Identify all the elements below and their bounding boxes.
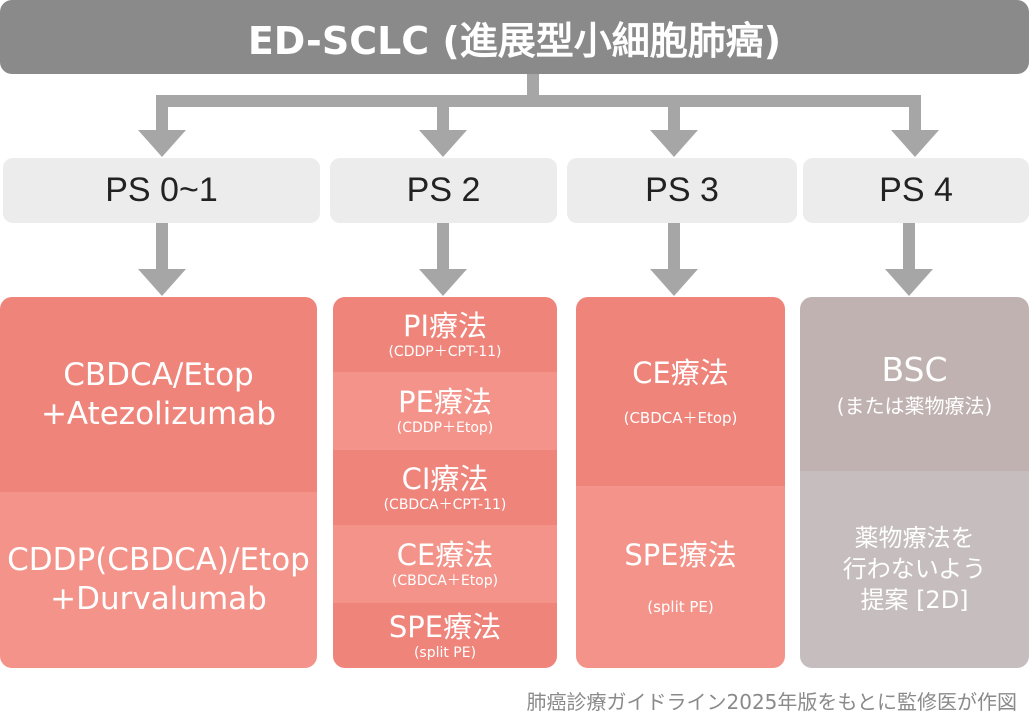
source-note: 肺癌診療ガイドライン2025年版をもとに監修医が作図 xyxy=(526,690,1018,714)
connector-ps-2 xyxy=(437,223,449,271)
regimen-name: CE療法 xyxy=(632,356,729,391)
ps-box-4: PS 4 xyxy=(803,158,1029,223)
treatment-line: CDDP(CBDCA)/Etop xyxy=(7,542,310,579)
treatment-line: +Atezolizumab xyxy=(40,395,277,432)
regimen-detail: (CDDP＋CPT-11) xyxy=(388,343,502,360)
arrow-down-icon xyxy=(419,269,467,296)
ps-label: PS 3 xyxy=(645,171,719,209)
ps-box-3: PS 3 xyxy=(567,158,797,223)
arrow-down-icon xyxy=(650,269,698,296)
treatment-option: 薬物療法を 行わないよう 提案 [2D] xyxy=(800,471,1029,668)
treatment-option: CI療法 (CBDCA＋CPT-11) xyxy=(333,450,557,525)
recommendation-line: 薬物療法を xyxy=(854,523,975,552)
arrow-down-icon xyxy=(419,130,467,157)
ps-label: PS 2 xyxy=(406,171,481,209)
treatment-line: CBDCA/Etop xyxy=(63,356,254,393)
connector-ps-4 xyxy=(903,223,915,271)
ps-box-0-1: PS 0~1 xyxy=(3,158,320,223)
arrow-down-icon xyxy=(885,269,933,296)
treatment-option: PE療法 (CDDP＋Etop) xyxy=(333,372,557,450)
regimen-detail: (CBDCA＋Etop) xyxy=(391,573,499,589)
treatment-option: PI療法 (CDDP＋CPT-11) xyxy=(333,297,557,372)
regimen-detail: (CBDCA＋Etop) xyxy=(623,408,738,427)
treatment-option: BSC (または薬物療法) xyxy=(800,297,1029,471)
connector-ps-1 xyxy=(156,223,168,271)
connector-drop-3 xyxy=(668,95,680,133)
regimen-name: BSC xyxy=(881,349,948,389)
treatment-option: CBDCA/Etop +Atezolizumab xyxy=(0,297,317,492)
treatment-line: +Durvalumab xyxy=(50,581,267,617)
regimen-name: SPE療法 xyxy=(624,537,737,572)
regimen-name: SPE療法 xyxy=(388,609,502,644)
treatment-column-ps-2: PI療法 (CDDP＋CPT-11) PE療法 (CDDP＋Etop) CI療法… xyxy=(333,297,557,668)
treatment-column-ps-0-1: CBDCA/Etop +Atezolizumab CDDP(CBDCA)/Eto… xyxy=(0,297,317,668)
title-bar: ED-SCLC (進展型小細胞肺癌) xyxy=(0,0,1029,74)
ps-label: PS 4 xyxy=(879,171,953,209)
connector-drop-1 xyxy=(156,95,168,133)
treatment-column-ps-4: BSC (または薬物療法) 薬物療法を 行わないよう 提案 [2D] xyxy=(800,297,1029,668)
treatment-option: CE療法 (CBDCA＋Etop) xyxy=(333,525,557,603)
regimen-detail: (CDDP＋Etop) xyxy=(396,420,494,436)
connector-drop-4 xyxy=(909,95,921,133)
treatment-option: CDDP(CBDCA)/Etop +Durvalumab xyxy=(0,492,317,668)
regimen-detail: (split PE) xyxy=(647,598,714,617)
connector-ps-3 xyxy=(668,223,680,271)
arrow-down-icon xyxy=(138,269,186,296)
regimen-detail: (CBDCA＋CPT-11) xyxy=(383,496,507,513)
treatment-option: CE療法 (CBDCA＋Etop) xyxy=(576,297,785,486)
regimen-name: CI療法 xyxy=(401,461,489,496)
treatment-option: SPE療法 (split PE) xyxy=(576,486,785,668)
ps-box-2: PS 2 xyxy=(330,158,557,223)
regimen-detail: (split PE) xyxy=(413,644,477,661)
ps-label: PS 0~1 xyxy=(105,171,218,209)
regimen-name: PE療法 xyxy=(398,385,492,420)
treatment-option: SPE療法 (split PE) xyxy=(333,603,557,668)
arrow-down-icon xyxy=(891,130,939,157)
diagram-title: ED-SCLC (進展型小細胞肺癌) xyxy=(247,18,782,63)
recommendation-line: 行わないよう xyxy=(842,554,987,583)
recommendation-line: 提案 [2D] xyxy=(860,586,969,615)
arrow-down-icon xyxy=(138,130,186,157)
connector-horizontal xyxy=(156,95,921,107)
connector-drop-2 xyxy=(437,95,449,133)
regimen-name: PI療法 xyxy=(402,308,488,343)
regimen-name: CE療法 xyxy=(396,538,494,573)
regimen-detail: (または薬物療法) xyxy=(836,394,993,419)
arrow-down-icon xyxy=(650,130,698,157)
treatment-column-ps-3: CE療法 (CBDCA＋Etop) SPE療法 (split PE) xyxy=(576,297,785,668)
